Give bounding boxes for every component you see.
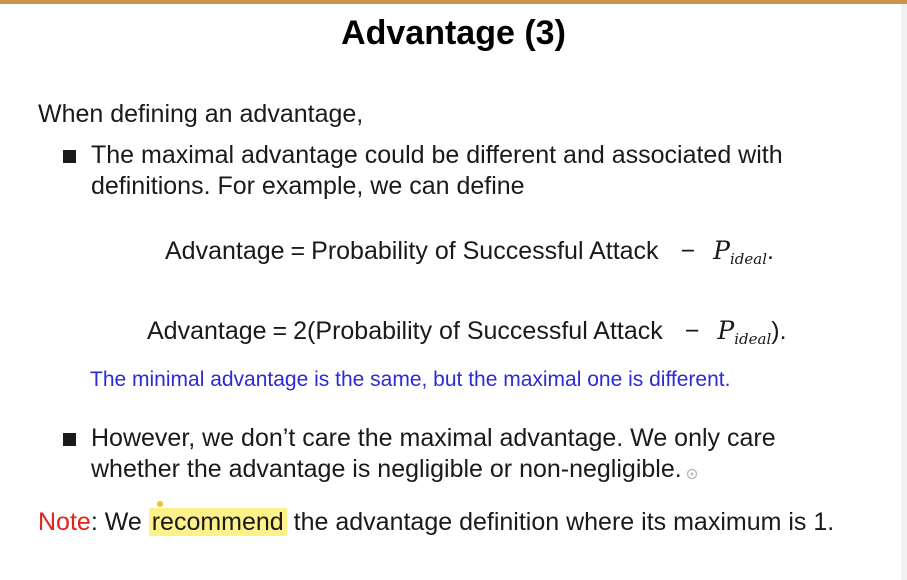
bullet-1-line-2: definitions. For example, we can define: [91, 172, 525, 200]
note-line: Note: We recommend the advantage definit…: [38, 508, 834, 537]
window-edge: [901, 4, 907, 580]
bullet-2-line-1: However, we don’t care the maximal advan…: [91, 424, 776, 452]
bullet-text-2: However, we don’t care the maximal advan…: [91, 423, 776, 485]
square-bullet-icon: [63, 150, 76, 163]
bullet-1-line-1: The maximal advantage could be different…: [91, 141, 783, 169]
mouse-cursor-icon: [686, 468, 698, 480]
top-accent-bar: [0, 0, 907, 4]
eq1-minus: −: [680, 237, 696, 265]
eq1-lhs: Advantage: [165, 237, 285, 265]
eq2-suffix: ).: [771, 317, 787, 345]
eq2-p-symbol: P: [717, 316, 735, 345]
note-before: We: [97, 508, 149, 536]
note-after: the advantage definition where its maxim…: [286, 508, 835, 536]
note-label: Note: [38, 508, 91, 536]
equation-2: Advantage=2(Probability of Successful At…: [147, 316, 787, 348]
eq2-lhs: Advantage: [147, 317, 267, 345]
eq1-p-symbol: P: [713, 236, 730, 265]
bullet-2-line-2: whether the advantage is negligible or n…: [91, 455, 682, 483]
eq2-equals: =: [272, 317, 288, 345]
eq2-minus: −: [684, 317, 700, 345]
note-colon: :: [90, 508, 98, 536]
eq1-suffix: .: [767, 237, 774, 265]
square-bullet-icon: [63, 433, 76, 446]
intro-text: When defining an advantage,: [38, 100, 364, 128]
eq1-equals: =: [290, 237, 306, 265]
eq2-p-subscript: ideal: [734, 330, 772, 348]
eq2-term: Probability of Successful Attack: [315, 317, 663, 345]
eq2-prefix: 2(: [293, 317, 316, 345]
blue-note-text: The minimal advantage is the same, but t…: [90, 368, 731, 391]
bullet-text-1: The maximal advantage could be different…: [91, 140, 783, 202]
pen-marker-dot-icon: [157, 501, 163, 507]
equation-1: Advantage=Probability of Successful Atta…: [165, 236, 774, 268]
eq1-term: Probability of Successful Attack: [311, 237, 659, 265]
slide-title: Advantage (3): [341, 14, 566, 52]
highlighted-word: recommend: [148, 508, 287, 536]
eq1-p-ideal: Pideal: [713, 236, 768, 268]
eq2-p-ideal: Pideal: [717, 316, 772, 348]
eq1-p-subscript: ideal: [729, 250, 768, 268]
